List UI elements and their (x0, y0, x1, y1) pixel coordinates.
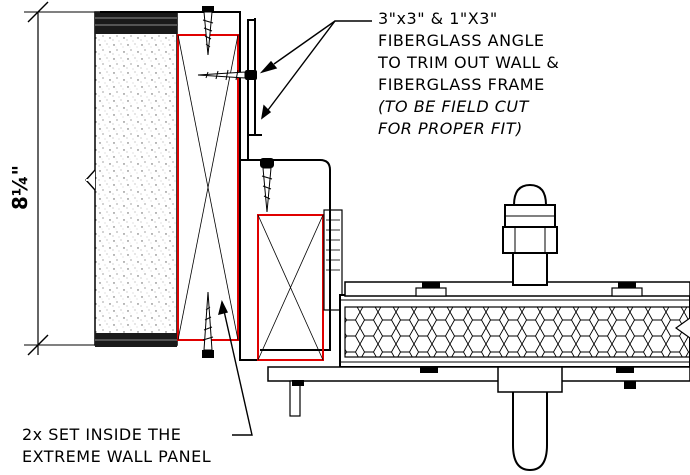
leader-top (259, 20, 372, 120)
note-line: EXTREME WALL PANEL (22, 447, 212, 466)
leader-bottom (218, 299, 253, 436)
dimension-8-quarter (24, 1, 96, 356)
note-line: 3"x3" & 1"X3" (378, 9, 498, 28)
note-line-italic: (TO BE FIELD CUT (378, 97, 529, 116)
note-line-italic: FOR PROPER FIT) (378, 119, 523, 138)
screw-frame (260, 158, 274, 213)
top-plate (344, 281, 690, 297)
wall-panel (85, 11, 178, 347)
blocking-note: 2x SET INSIDE THE EXTREME WALL PANEL (22, 424, 211, 468)
frame-block (257, 209, 343, 361)
screw-top-vertical (202, 6, 214, 56)
screw-bottom-vertical (202, 291, 214, 358)
note-line: 2x SET INSIDE THE (22, 425, 182, 444)
note-line: FIBERGLASS ANGLE (378, 31, 545, 50)
threaded-rod-assembly (502, 183, 558, 472)
dimension-label: 8¼" (8, 164, 32, 210)
bottom-plate (267, 366, 690, 417)
screw-horizontal (197, 69, 257, 81)
angle-trim-note: 3"x3" & 1"X3" FIBERGLASS ANGLE TO TRIM O… (378, 8, 559, 140)
note-line: FIBERGLASS FRAME (378, 75, 545, 94)
honeycomb-panel (339, 294, 690, 368)
note-line: TO TRIM OUT WALL & (378, 53, 560, 72)
